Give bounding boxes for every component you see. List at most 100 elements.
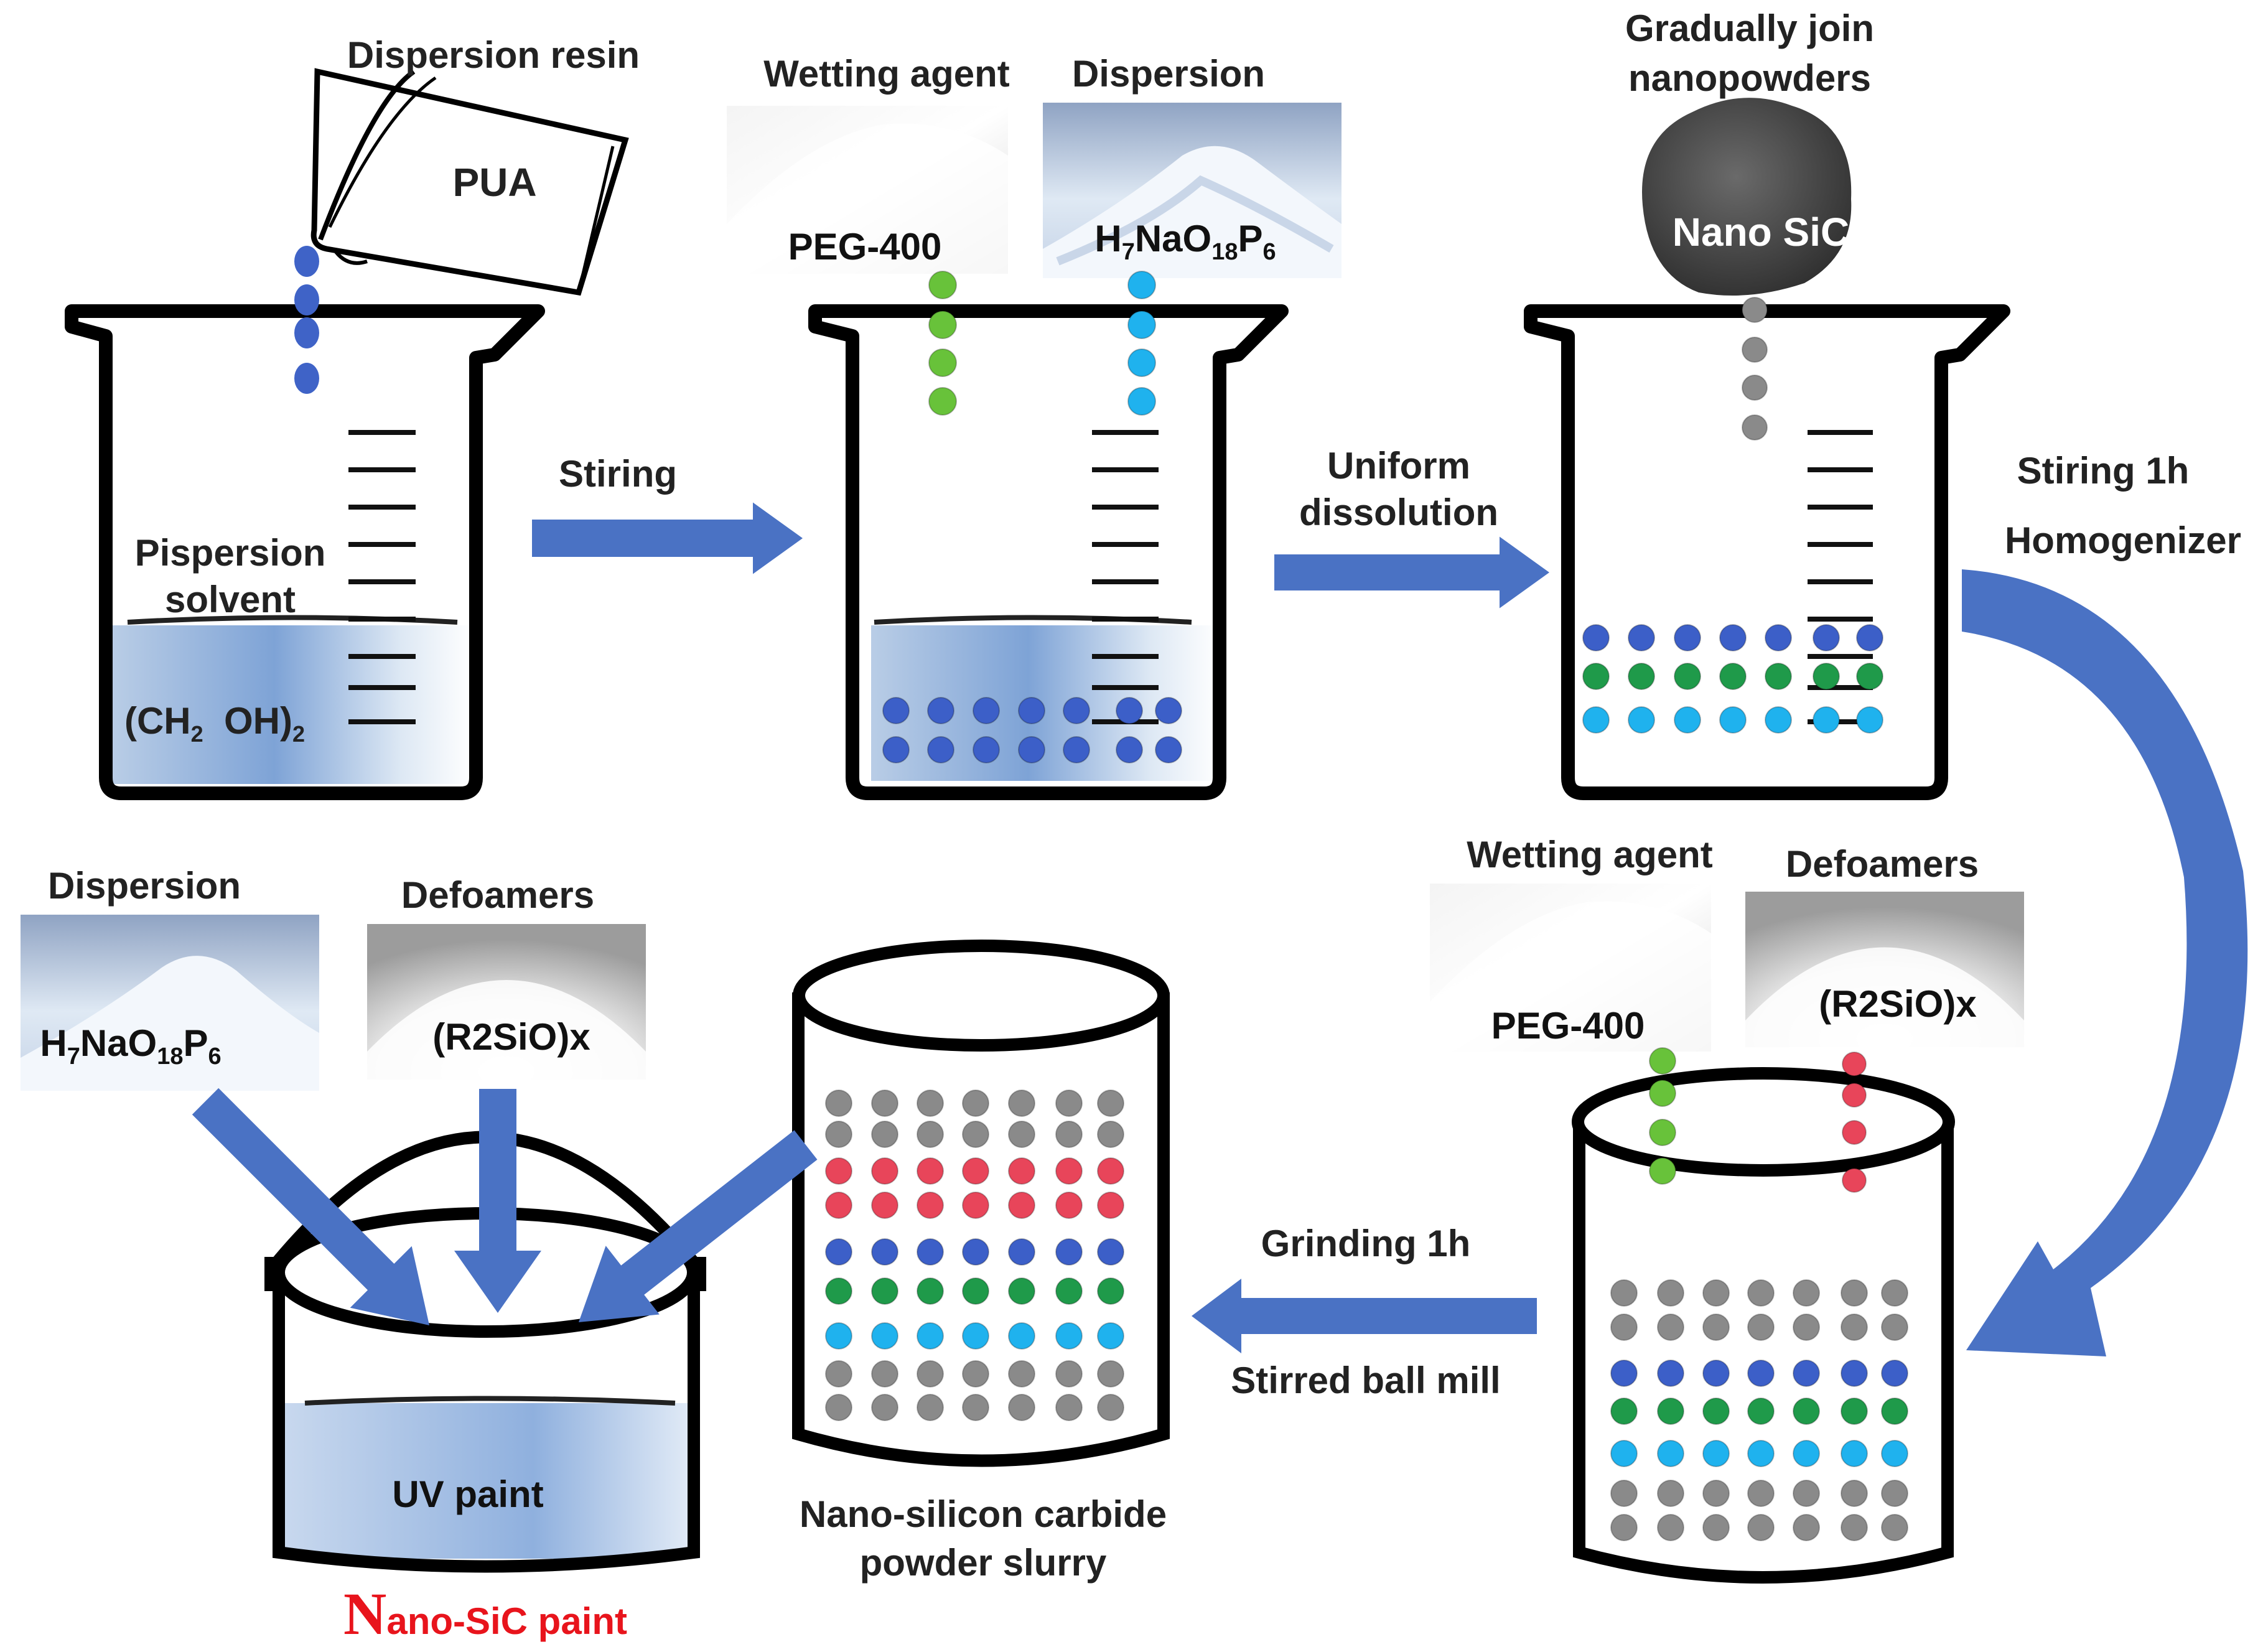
dispersion-particle — [1674, 706, 1701, 734]
defoamer-particle — [1055, 1192, 1083, 1219]
beaker-1-outline — [65, 304, 545, 800]
resin-particle — [1063, 697, 1090, 724]
sic-particle — [1008, 1090, 1035, 1117]
wetting-particle — [1856, 663, 1883, 690]
resin-particle — [917, 1238, 944, 1266]
dispersion-particle — [1719, 706, 1747, 734]
sic-particle — [1610, 1514, 1638, 1541]
dispersion-particle — [1628, 706, 1655, 734]
arrow-defoamer-into-paint — [454, 1089, 541, 1313]
arrow-dispersion-into-paint — [192, 1088, 429, 1325]
resin-particle — [962, 1238, 989, 1266]
dispersion-particle — [1610, 1440, 1638, 1467]
resin-particle — [1657, 1360, 1684, 1387]
wetting-particle — [1628, 663, 1655, 690]
defoamer-photo-right — [1745, 892, 2024, 1047]
defoamer-particle — [1097, 1192, 1124, 1219]
dispersion-particle — [1657, 1440, 1684, 1467]
wetting-agent-photo-right — [1430, 884, 1711, 1052]
resin-particle — [973, 736, 1000, 763]
wetting-particle — [1055, 1277, 1083, 1305]
nano-sic-paint-label: Nano-SiC paint — [343, 1580, 627, 1647]
pua-cup — [310, 68, 629, 296]
wetting-particle — [1008, 1277, 1035, 1305]
defoamer-drop-right — [1842, 1168, 1867, 1193]
defoamer-particle — [962, 1157, 989, 1185]
dispersion-particle — [1881, 1440, 1908, 1467]
resin-particle — [825, 1238, 852, 1266]
gradually-label-line1: Gradually join — [1625, 7, 1875, 49]
dispersion-particle — [871, 1322, 898, 1350]
resin-particle — [1702, 1360, 1730, 1387]
dispersion-particle — [1856, 706, 1883, 734]
resin-particle — [1841, 1360, 1868, 1387]
wetting-particle — [1747, 1398, 1775, 1425]
resin-particle — [1018, 697, 1045, 724]
sic-particle — [1055, 1394, 1083, 1421]
defoamer-particle — [962, 1192, 989, 1219]
resin-particle — [1116, 697, 1143, 724]
dispersion-particle — [1702, 1440, 1730, 1467]
resin-particle — [1813, 624, 1840, 651]
wetting-agent-label-right: Wetting agent — [1467, 834, 1713, 875]
sic-particle — [825, 1360, 852, 1388]
formula-label-bottom: H7NaO18P6 — [40, 1022, 222, 1070]
r2sio-label-bottom: (R2SiO)x — [432, 1016, 590, 1058]
sic-particle — [1881, 1314, 1908, 1341]
sic-particle — [1793, 1314, 1820, 1341]
arrow-grinding — [1192, 1279, 1537, 1353]
sic-particle — [1841, 1514, 1868, 1541]
defoamer-drop-right — [1842, 1120, 1867, 1145]
resin-drops — [294, 246, 319, 394]
wetting-drop-right — [1649, 1080, 1676, 1107]
sic-particle — [825, 1394, 852, 1421]
dispersion-particle — [1793, 1440, 1820, 1467]
dispersion-resin-label: Dispersion resin — [347, 34, 640, 76]
defoamer-particle — [917, 1192, 944, 1219]
pua-label: PUA — [452, 160, 537, 205]
defoamer-particle — [1008, 1192, 1035, 1219]
beaker-1 — [65, 304, 545, 800]
wetting-particle — [1793, 1398, 1820, 1425]
resin-particle — [1008, 1238, 1035, 1266]
curved-arrow — [1962, 569, 2248, 1356]
resin-particle — [1063, 736, 1090, 763]
resin-particle — [1610, 1360, 1638, 1387]
dispersion-particle — [1008, 1322, 1035, 1350]
sic-particle — [1881, 1480, 1908, 1507]
dispersion-drop — [1127, 310, 1156, 339]
sic-particle — [1841, 1279, 1868, 1307]
sic-particle — [1702, 1480, 1730, 1507]
defoamer-drop-right — [1842, 1083, 1867, 1108]
wetting-particle — [1674, 663, 1701, 690]
wetting-particle — [1841, 1398, 1868, 1425]
sic-particle — [1610, 1480, 1638, 1507]
dispersion-particle — [1055, 1322, 1083, 1350]
defoamer-particle — [1008, 1157, 1035, 1185]
sic-drop — [1742, 337, 1768, 363]
sic-particle — [1881, 1279, 1908, 1307]
wetting-agent-photo-top — [727, 106, 1008, 274]
sic-particle — [1793, 1480, 1820, 1507]
sic-particle — [871, 1090, 898, 1117]
resin-particle — [1116, 736, 1143, 763]
stiring-label: Stiring — [559, 453, 677, 495]
dispersion-particle — [1582, 706, 1610, 734]
wetting-particle — [1813, 663, 1840, 690]
resin-particle — [1155, 697, 1182, 724]
dispersion-particle — [1097, 1322, 1124, 1350]
defoamer-particle — [825, 1192, 852, 1219]
arrow-slurry-into-paint — [579, 1130, 818, 1322]
sic-drop — [1742, 297, 1768, 323]
wetting-drop — [928, 271, 957, 299]
sic-particle — [1055, 1121, 1083, 1148]
sic-particle — [1793, 1514, 1820, 1541]
sic-particle — [1055, 1360, 1083, 1388]
wetting-particle — [917, 1277, 944, 1305]
resin-particle — [1018, 736, 1045, 763]
sic-particle — [1747, 1514, 1775, 1541]
sic-particle — [917, 1360, 944, 1388]
solvent-label-line1: Pispersion — [134, 532, 326, 574]
wetting-particle — [1657, 1398, 1684, 1425]
slurry-label-line1: Nano-silicon carbide — [799, 1493, 1167, 1535]
